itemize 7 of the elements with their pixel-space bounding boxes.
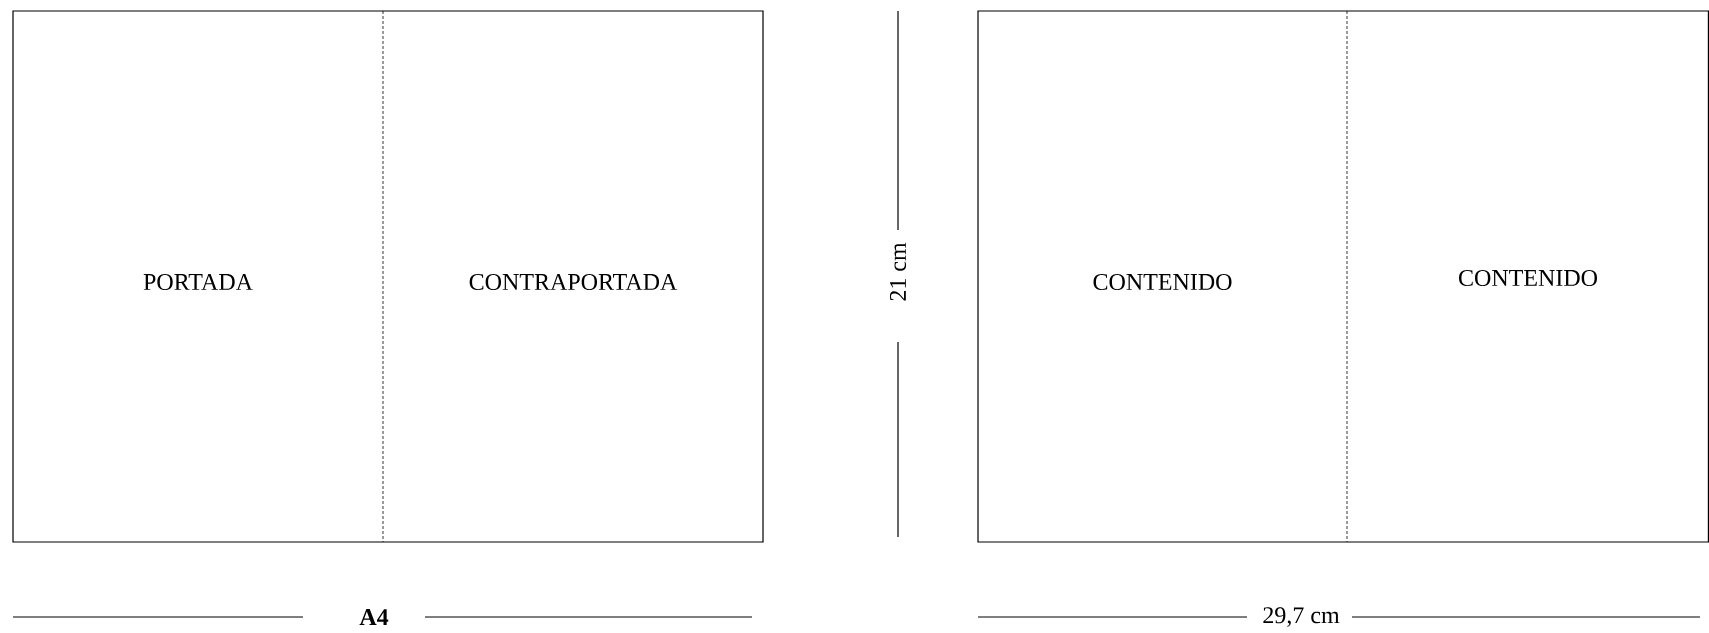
dimension-label: A4 xyxy=(359,609,389,625)
dimension-label: 29,7 cm xyxy=(1263,607,1340,627)
page-panel: CONTENIDO xyxy=(977,10,1348,543)
page-panel: CONTENIDO xyxy=(1346,10,1709,543)
dimension-label: 21 cm xyxy=(889,242,907,301)
page-panel: PORTADA xyxy=(12,10,384,543)
page-panel: CONTRAPORTADA xyxy=(382,10,764,543)
